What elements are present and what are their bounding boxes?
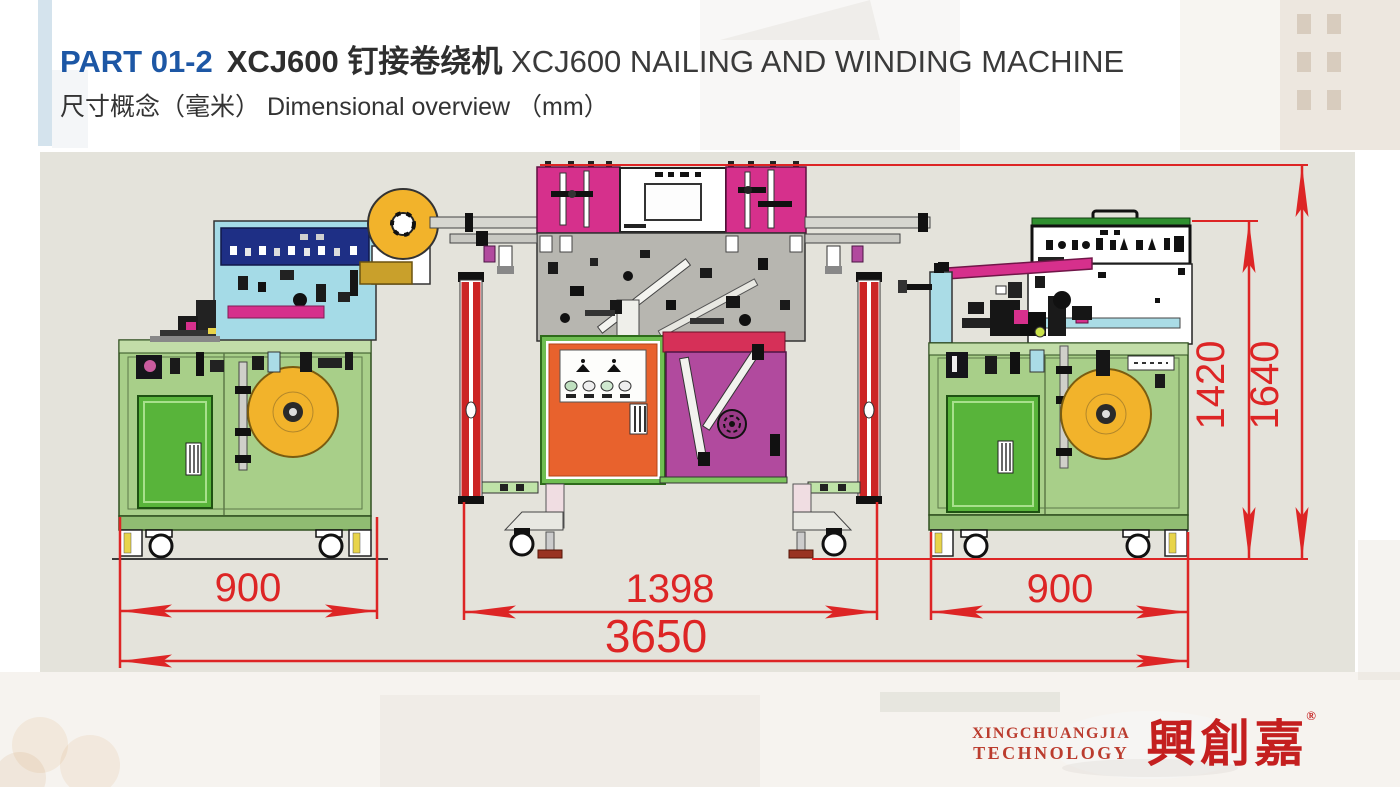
subtitle-dimensional-overview: 尺寸概念（毫米） Dimensional overview （mm） xyxy=(60,93,609,121)
left-machine-head xyxy=(150,220,377,342)
control-box xyxy=(540,335,666,485)
dimension-annotations: 900 1398 900 3650 1420 1640 xyxy=(118,164,1309,668)
start-button xyxy=(564,380,578,392)
right-machine xyxy=(898,209,1193,559)
center-machine-head xyxy=(536,161,807,234)
dim-right-width: 900 xyxy=(1027,567,1094,611)
dim-inner-height: 1420 xyxy=(1189,341,1233,430)
dim-total-height: 1640 xyxy=(1243,341,1287,430)
machine-title-english: XCJ600 NAILING AND WINDING MACHINE xyxy=(511,44,1125,79)
control-panel xyxy=(559,349,647,403)
center-machine-deck xyxy=(536,232,806,342)
dim-total-width: 3650 xyxy=(605,610,707,662)
winding-panel xyxy=(659,331,788,484)
center-machine-feet xyxy=(503,483,853,559)
machine-title-chinese: XCJ600 钉接卷绕机 xyxy=(226,44,503,79)
dim-left-width: 900 xyxy=(215,566,282,610)
calligraphy-logo: 興創嘉® xyxy=(1146,708,1320,772)
company-logo: XINGCHUANGJIA TECHNOLOGY 興創嘉® xyxy=(972,708,1322,772)
left-machine-casters xyxy=(119,529,372,559)
right-machine-toolbox xyxy=(1030,209,1192,266)
left-machine-top-reel xyxy=(359,188,541,285)
center-machine xyxy=(449,161,931,559)
left-machine-reel xyxy=(247,366,339,458)
button xyxy=(582,380,596,392)
safety-columns xyxy=(458,272,882,504)
side-rails xyxy=(449,213,931,274)
part-number-label: PART 01-2 xyxy=(60,44,213,79)
button xyxy=(600,380,614,392)
left-machine xyxy=(112,188,541,560)
right-machine-reel xyxy=(1060,368,1152,460)
company-name-line1: XINGCHUANGJIA xyxy=(972,724,1131,742)
hmi-screen xyxy=(644,183,702,221)
button xyxy=(618,380,632,392)
page-header: PART 01-2 XCJ600 钉接卷绕机 XCJ600 NAILING AND… xyxy=(60,36,1124,123)
dim-center-width: 1398 xyxy=(626,567,715,611)
title-line: PART 01-2 XCJ600 钉接卷绕机 XCJ600 NAILING AND… xyxy=(60,36,1124,81)
company-name-line2: TECHNOLOGY xyxy=(973,742,1130,763)
right-machine-head xyxy=(898,257,1193,345)
registered-trademark: ® xyxy=(1306,708,1320,723)
right-machine-casters xyxy=(930,529,1188,559)
company-name: XINGCHUANGJIA TECHNOLOGY xyxy=(972,725,1130,764)
